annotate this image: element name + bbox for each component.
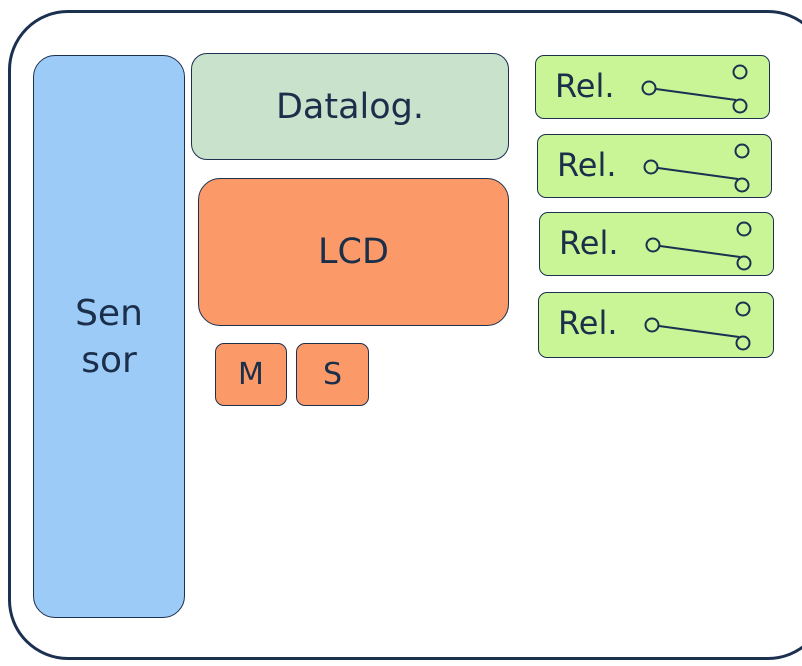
relay-label: Rel. [559,224,619,262]
relay-switch-icon [643,143,750,193]
relay-switch-icon [641,64,748,114]
datalogger-block: Datalog. [191,53,509,160]
lcd-label: LCD [318,232,389,272]
relay-label: Rel. [557,146,617,184]
relay-label: Rel. [555,67,615,105]
sensor-label-line1: Sen [75,292,143,334]
relay-switch-icon [645,221,752,271]
m-button-label: M [238,357,264,392]
relay-block-2: Rel. [537,134,772,198]
relay-block-1: Rel. [535,55,770,119]
s-button-label: S [322,357,343,392]
relay-block-3: Rel. [539,212,774,276]
relay-switch-icon [644,301,751,351]
sensor-label-line2: sor [81,339,137,381]
relay-block-4: Rel. [538,292,774,358]
sensor-block: Sen sor [33,55,185,618]
s-button: S [296,343,369,406]
m-button: M [215,343,287,406]
lcd-block: LCD [198,178,509,326]
relay-label: Rel. [558,304,618,342]
datalogger-label: Datalog. [275,86,425,127]
